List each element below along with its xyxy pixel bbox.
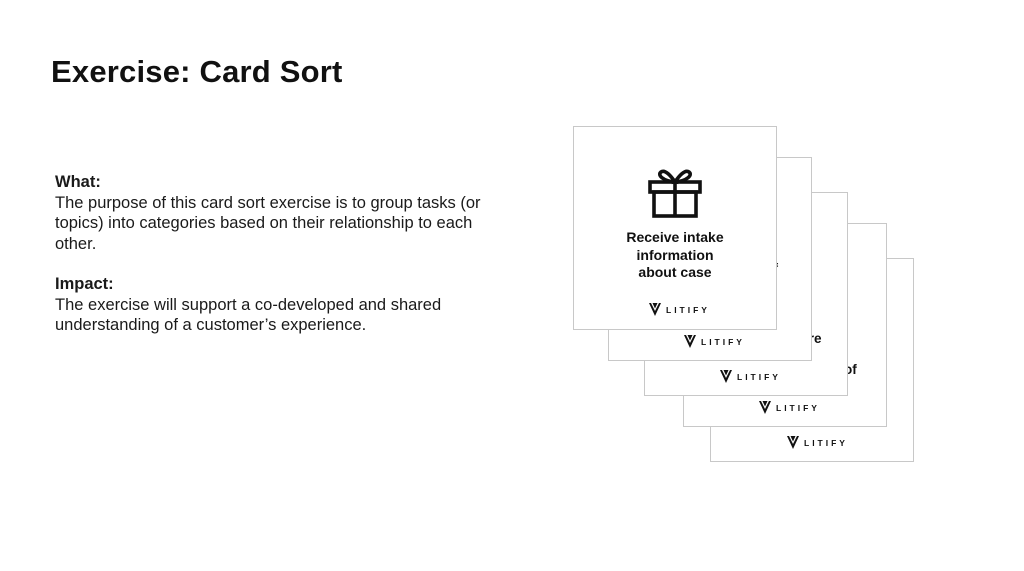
card-3-brand-word: LITIFY <box>737 371 781 382</box>
what-heading: What: <box>55 173 101 191</box>
gift-icon <box>648 169 702 218</box>
card-front-brand-word: LITIFY <box>666 304 710 315</box>
litify-logo-icon <box>787 436 799 449</box>
body-text: What: The purpose of this card sort exer… <box>55 172 485 356</box>
what-section: What: The purpose of this card sort exer… <box>55 172 485 254</box>
card-front-line-3: about case <box>638 264 712 280</box>
card-2-brand: LITIFY <box>684 335 745 348</box>
litify-logo-icon <box>720 370 732 383</box>
card-2-brand-word: LITIFY <box>701 336 745 347</box>
card-5-brand: LITIFY <box>787 436 848 449</box>
litify-logo-icon <box>684 335 696 348</box>
card-front-brand: LITIFY <box>649 303 710 316</box>
impact-text: The exercise will support a co-developed… <box>55 295 442 335</box>
impact-heading: Impact: <box>55 275 114 293</box>
impact-section: Impact: The exercise will support a co-d… <box>55 274 485 336</box>
litify-logo-icon <box>649 303 661 316</box>
card-5-brand-word: LITIFY <box>804 437 848 448</box>
slide-title: Exercise: Card Sort <box>51 54 343 89</box>
card-front-line-2: information <box>636 246 714 263</box>
card-front: Receive intake information about case LI… <box>573 126 777 330</box>
card-front-text: Receive intake information about case <box>574 229 776 282</box>
litify-logo-icon <box>759 401 771 414</box>
card-4-brand-word: LITIFY <box>776 402 820 413</box>
card-front-line-1: Receive intake <box>626 229 724 245</box>
card-4-brand: LITIFY <box>759 401 820 414</box>
card-3-brand: LITIFY <box>720 370 781 383</box>
what-text: The purpose of this card sort exercise i… <box>55 193 481 253</box>
